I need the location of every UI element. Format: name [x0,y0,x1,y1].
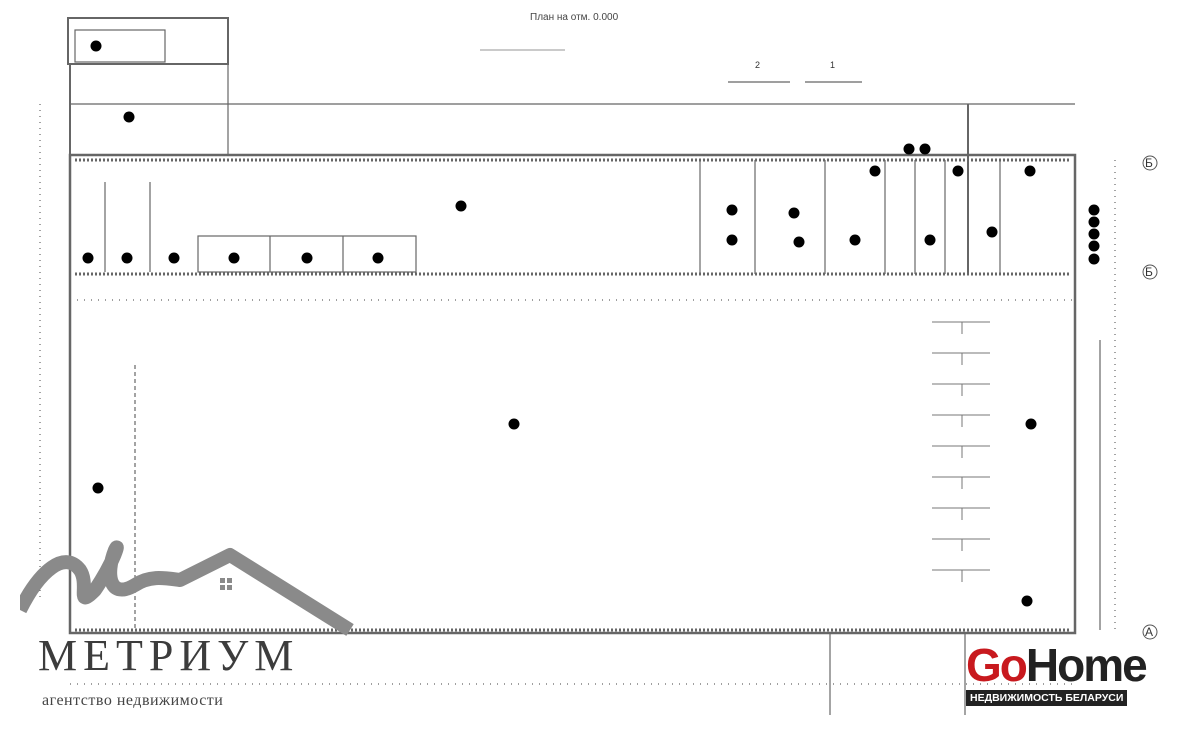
plan-marker-dot [168,252,180,264]
metrium-name: МЕТРИУМ [38,631,300,680]
axis-label-b1: Б [1145,156,1153,170]
plan-title: План на отм. 0.000 [530,12,619,23]
plan-marker-dot [726,234,738,246]
gohome-tagline: НЕДВИЖИМОСТЬ БЕЛАРУСИ [966,690,1128,706]
plan-marker-dot [849,234,861,246]
plan-marker-dot [1025,418,1037,430]
door-symbol [932,569,990,582]
plan-marker-dot [788,207,800,219]
door-symbol [932,507,990,520]
plan-marker-dot [372,252,384,264]
plan-marker-dot [228,252,240,264]
plan-marker-dot [82,252,94,264]
plan-marker-dot [121,252,133,264]
plan-marker-dot [1088,216,1100,228]
section-mark-1: 1 [830,60,836,70]
plan-marker-dot [92,482,104,494]
section-mark-2: 2 [755,60,761,70]
door-symbol [932,414,990,427]
plan-marker-dot [1088,228,1100,240]
axis-label-b2: Б [1145,265,1153,279]
door-symbol [932,445,990,458]
plan-marker-dot [1021,595,1033,607]
plan-marker-dot [1088,204,1100,216]
door-symbol [932,383,990,396]
plan-marker-dot [508,418,520,430]
plan-marker-dot [1024,165,1036,177]
plan-marker-dot [952,165,964,177]
plan-marker-dot [1088,253,1100,265]
plan-marker-dot [455,200,467,212]
plan-marker-dot [869,165,881,177]
door-symbol [932,321,990,334]
plan-marker-dot [301,252,313,264]
plan-marker-dot [1088,240,1100,252]
plan-marker-dot [726,204,738,216]
metrium-logo-mark [20,540,354,636]
axis-label-a: А [1145,625,1154,639]
metrium-tagline: агентство недвижимости [42,692,224,709]
gohome-home: Home [1025,639,1148,691]
plan-marker-dot [924,234,936,246]
plan-marker-dot [903,143,915,155]
plan-marker-dot [986,226,998,238]
plan-marker-dot [90,40,102,52]
door-symbol [932,538,990,551]
door-symbol [932,476,990,489]
gohome-logo: GoHome НЕДВИЖИМОСТЬ БЕЛАРУСИ [966,639,1148,706]
plan-marker-dot [123,111,135,123]
door-symbol [932,352,990,365]
plan-marker-dot [919,143,931,155]
gohome-go: Go [966,639,1028,691]
plan-marker-dot [793,236,805,248]
